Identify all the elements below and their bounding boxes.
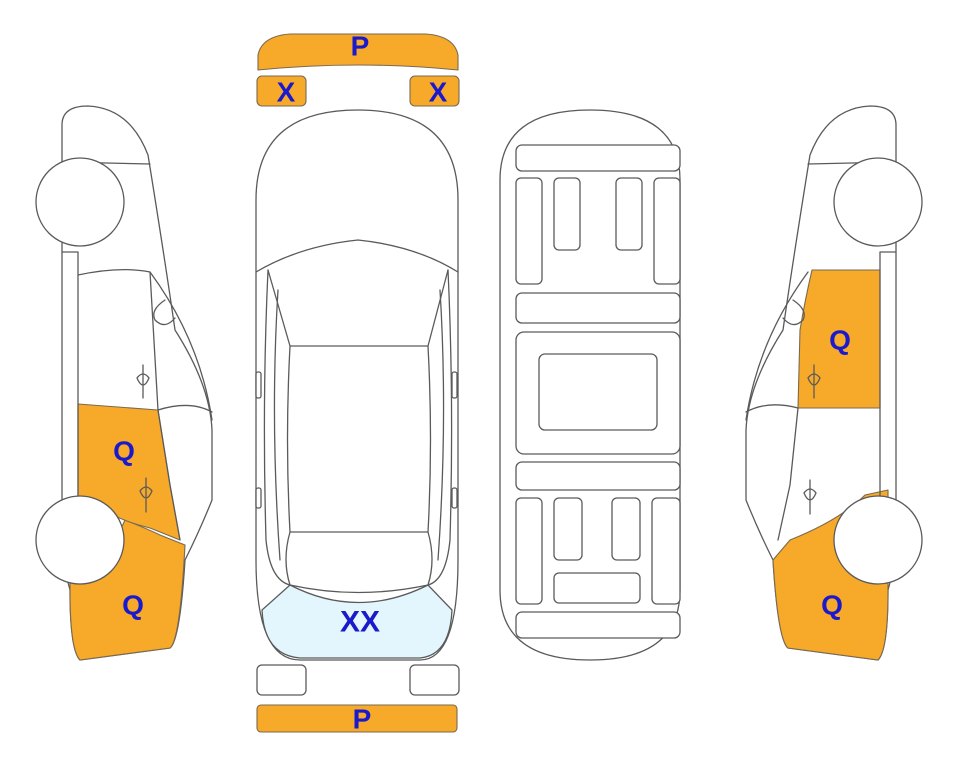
underside-front-rail-left xyxy=(515,177,543,285)
headlight-left-group[interactable]: X xyxy=(256,75,307,108)
right-window-edge xyxy=(745,271,809,421)
headlight-right-group[interactable]: X xyxy=(409,75,460,108)
left-side-view: Q Q xyxy=(35,105,213,661)
left-front-handle xyxy=(136,364,150,399)
underside-front-box-left xyxy=(553,177,581,251)
right-rear-wheel xyxy=(833,495,923,585)
right-rear-handle xyxy=(803,479,817,515)
right-door-front-edge xyxy=(879,251,897,501)
roof-panel xyxy=(286,345,432,533)
front-bumper-panel[interactable] xyxy=(257,33,459,71)
taillight-left[interactable] xyxy=(256,664,307,696)
headlight-right-panel[interactable] xyxy=(409,75,460,107)
right-front-door-label: Q xyxy=(829,325,851,356)
hood-line xyxy=(255,239,459,273)
right-front-door-panel[interactable] xyxy=(797,269,881,409)
left-door-front-edge xyxy=(61,251,79,501)
left-rear-door-label: Q xyxy=(113,436,135,467)
right-rear-quarter-label: Q xyxy=(821,590,843,621)
left-window-sill xyxy=(157,404,213,413)
rear-glass-top xyxy=(289,584,429,594)
right-front-handle xyxy=(807,364,821,399)
right-side-line xyxy=(427,269,453,586)
left-side-line xyxy=(263,269,291,586)
headlight-left-panel[interactable] xyxy=(256,75,307,107)
left-mirror xyxy=(255,371,262,399)
right-handle xyxy=(451,487,458,509)
left-mirror-shape xyxy=(153,299,176,326)
windshield-label: XX xyxy=(340,606,380,639)
headlight-right-label: X xyxy=(429,77,448,108)
left-rear-wheel xyxy=(35,495,125,585)
top-view: XX xyxy=(255,109,459,661)
underside-view xyxy=(499,109,681,661)
windshield-glass[interactable] xyxy=(261,584,453,659)
right-door-split xyxy=(777,407,799,541)
headlight-left-label: X xyxy=(277,77,296,108)
left-window-line xyxy=(273,289,281,561)
rear-bumper-group[interactable]: P xyxy=(256,704,458,735)
right-front-wheel xyxy=(833,157,923,247)
underside-rear-cross-box xyxy=(553,572,641,604)
right-mirror-shape xyxy=(782,299,805,326)
rear-bumper-panel[interactable] xyxy=(256,704,458,733)
left-window-edge xyxy=(149,271,213,421)
underside-front-panel xyxy=(515,144,681,172)
right-window-line xyxy=(437,289,445,561)
windshield-front-frame xyxy=(267,269,449,347)
underside-rear-rail-right xyxy=(651,497,681,605)
underside-crossmember-rear xyxy=(515,461,681,491)
taillight-right[interactable] xyxy=(409,664,460,696)
underside-crossmember-front xyxy=(515,292,681,324)
underside-rear-panel xyxy=(515,611,681,639)
underside-rear-box-right xyxy=(611,497,641,561)
underside-front-rail-right xyxy=(653,177,681,285)
top-view-body[interactable] xyxy=(255,109,459,661)
left-rear-handle xyxy=(139,477,153,513)
underside-front-box-right xyxy=(615,177,643,251)
left-handle xyxy=(255,487,262,509)
right-mirror xyxy=(451,371,458,399)
right-side-view: Q Q xyxy=(745,105,923,661)
rear-pillar-left xyxy=(285,531,291,586)
underside-center-panel xyxy=(538,353,658,431)
right-window-sill xyxy=(745,404,799,413)
underside-rear-rail-left xyxy=(515,497,543,605)
front-bumper-group[interactable]: P xyxy=(257,31,459,71)
left-door-split xyxy=(157,409,181,541)
left-front-wheel xyxy=(35,157,125,247)
left-rear-quarter-label: Q xyxy=(122,590,144,621)
front-bumper-label: P xyxy=(351,31,370,62)
underside-rear-box-left xyxy=(553,497,583,561)
rear-pillar-right xyxy=(427,531,433,586)
rear-bumper-label: P xyxy=(353,704,372,735)
